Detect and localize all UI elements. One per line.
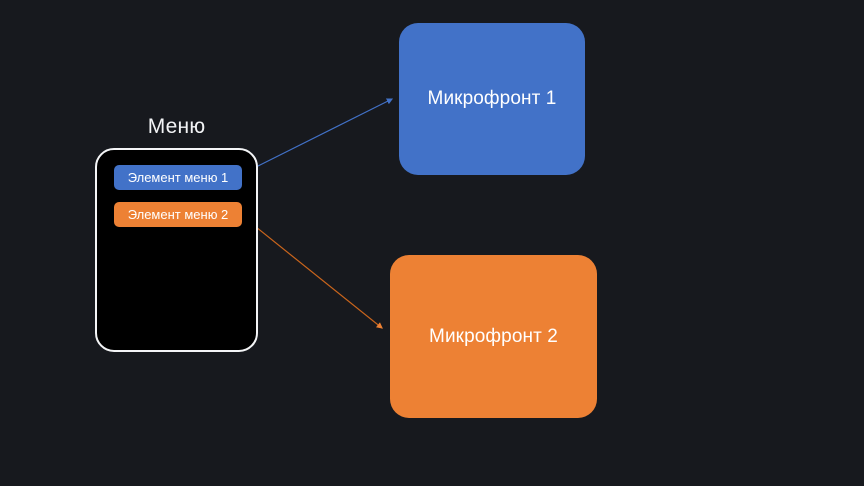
microfront-1-label: Микрофронт 1 — [427, 88, 557, 109]
connector-menu-item-1-to-microfront-1 — [239, 98, 394, 176]
menu-item-2-label: Элемент меню 2 — [127, 206, 229, 222]
menu-title: Меню — [147, 115, 206, 138]
menu-item-1-label: Элемент меню 1 — [127, 169, 229, 185]
microfront-2-node[interactable]: Микрофронт 2 — [390, 255, 597, 418]
connector-menu-item-2-to-microfront-2 — [240, 214, 383, 329]
menu-item-2[interactable]: Элемент меню 2 — [114, 202, 242, 227]
microfront-1-node[interactable]: Микрофронт 1 — [399, 23, 585, 175]
menu-item-1[interactable]: Элемент меню 1 — [114, 165, 242, 190]
menu-panel: Элемент меню 1 Элемент меню 2 — [95, 148, 258, 352]
microfront-2-label: Микрофронт 2 — [429, 325, 558, 347]
